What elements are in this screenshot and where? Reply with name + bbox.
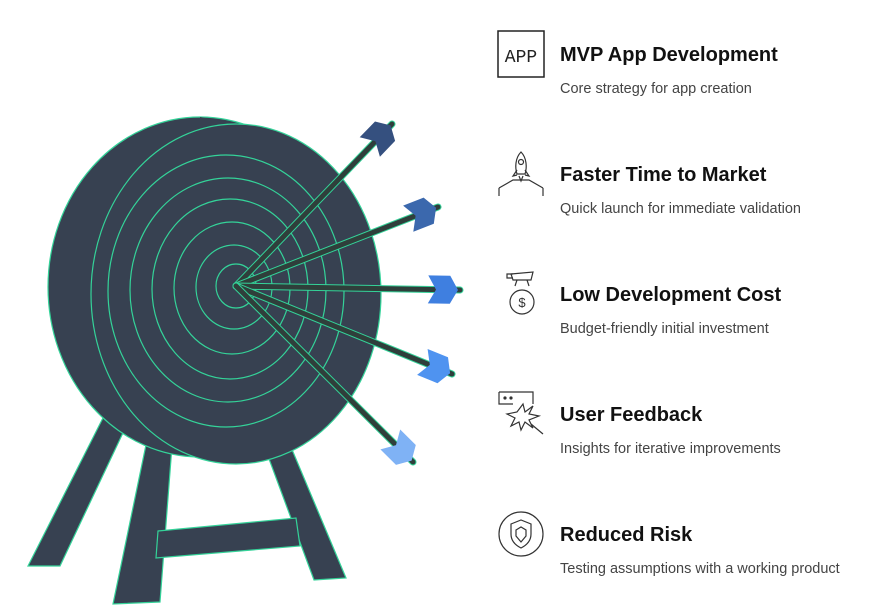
target-rings xyxy=(107,154,345,428)
target-face xyxy=(90,123,382,465)
feedback-icon xyxy=(497,390,545,438)
rocket-icon xyxy=(497,150,545,198)
item-title: User Feedback xyxy=(560,404,703,426)
item-description: Testing assumptions with a working produ… xyxy=(560,561,840,577)
arrow-fletching xyxy=(427,275,458,304)
arrow-shaft xyxy=(233,121,395,289)
money-bag-icon: $ xyxy=(497,270,545,318)
item-mvp-app-development: APP MVP App Development Core strategy fo… xyxy=(497,30,881,110)
item-title: Faster Time to Market xyxy=(560,164,767,186)
arrow-fletching xyxy=(417,349,451,384)
stand-leg-middle xyxy=(112,439,173,605)
arrow-fletching xyxy=(359,121,396,157)
item-faster-time-to-market: Faster Time to Market Quick launch for i… xyxy=(497,150,881,230)
stand-crossbar xyxy=(155,517,301,559)
arrow-fletching xyxy=(380,429,416,465)
stand-leg-right xyxy=(261,439,347,581)
arrow xyxy=(232,275,464,304)
app-icon: APP xyxy=(497,30,545,78)
arrow xyxy=(232,120,396,290)
stand-leg-left xyxy=(27,407,131,567)
item-description: Core strategy for app creation xyxy=(560,81,752,97)
arrow-fletching xyxy=(403,197,437,232)
item-description: Insights for iterative improvements xyxy=(560,441,781,457)
item-title: MVP App Development xyxy=(560,44,778,66)
item-title: Low Development Cost xyxy=(560,284,782,306)
item-user-feedback: User Feedback Insights for iterative imp… xyxy=(497,390,881,470)
arrow-shaft xyxy=(233,204,441,289)
arrow xyxy=(232,197,442,290)
arrow-shaft xyxy=(233,283,416,465)
target-illustration xyxy=(27,116,464,605)
shield-icon xyxy=(497,510,545,558)
arrow-shaft xyxy=(233,283,455,377)
arrow xyxy=(232,282,456,384)
arrows xyxy=(232,120,464,466)
arrow-shaft xyxy=(233,283,463,293)
arrow xyxy=(232,282,417,466)
item-description: Budget-friendly initial investment xyxy=(560,321,769,337)
item-title: Reduced Risk xyxy=(560,524,693,546)
target-stand xyxy=(27,407,347,605)
svg-text:$: $ xyxy=(518,295,526,310)
item-low-development-cost: $ Low Development Cost Budget-friendly i… xyxy=(497,270,881,350)
item-reduced-risk: Reduced Risk Testing assumptions with a … xyxy=(497,510,881,590)
item-description: Quick launch for immediate validation xyxy=(560,201,801,217)
app-icon-label: APP xyxy=(505,48,537,68)
